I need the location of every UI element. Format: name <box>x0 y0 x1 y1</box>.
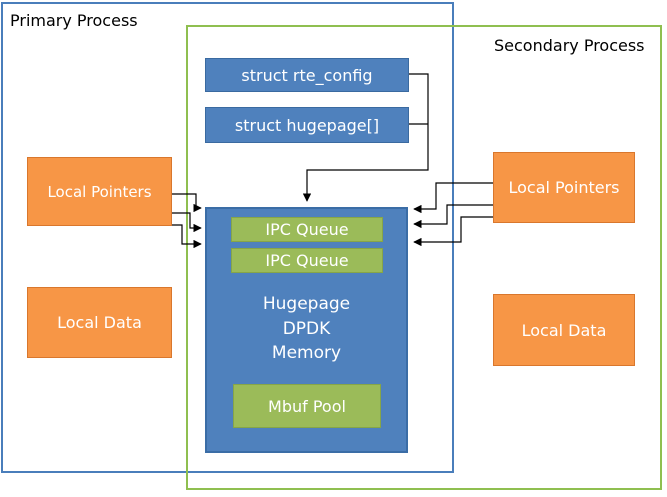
arrow-primary-pointer-2 <box>172 212 202 233</box>
struct-hugepage-label: struct hugepage[] <box>234 115 380 135</box>
memory-label-line-3: Memory <box>271 343 342 363</box>
arrow-secondary-pointer-3 <box>413 216 493 247</box>
secondary-process-frame <box>186 25 662 490</box>
memory-label-line-2: DPDK <box>282 319 331 339</box>
secondary-local-data-label: Local Data <box>521 320 607 340</box>
primary-process-frame <box>1 2 454 473</box>
primary-local-pointers-box: Local Pointers <box>27 157 172 226</box>
primary-local-pointers-label: Local Pointers <box>47 182 152 201</box>
secondary-local-pointers-label: Local Pointers <box>508 178 620 197</box>
struct-rte-config-box: struct rte_config <box>205 58 409 92</box>
arrow-secondary-pointer-2 <box>413 204 493 229</box>
memory-label-line-1: Hugepage <box>262 294 351 314</box>
secondary-local-data-box: Local Data <box>493 294 635 366</box>
mbuf-pool-box: Mbuf Pool <box>233 384 381 428</box>
arrow-secondary-pointer-1 <box>413 182 493 214</box>
primary-local-data-box: Local Data <box>27 287 172 358</box>
secondary-local-pointers-box: Local Pointers <box>493 152 635 223</box>
arrow-primary-pointer-1 <box>172 193 202 213</box>
ipc-queue-2: IPC Queue <box>231 248 383 273</box>
mbuf-pool-label: Mbuf Pool <box>268 396 346 416</box>
arrow-primary-pointer-3 <box>172 224 202 249</box>
ipc-queue-2-label: IPC Queue <box>265 251 349 270</box>
struct-hugepage-box: struct hugepage[] <box>205 107 409 143</box>
struct-rte-config-label: struct rte_config <box>241 65 373 85</box>
primary-process-label: Primary Process <box>10 11 138 30</box>
arrow-struct-to-memory <box>302 73 429 202</box>
primary-local-data-label: Local Data <box>57 313 142 332</box>
ipc-queue-1-label: IPC Queue <box>265 220 349 239</box>
ipc-queue-1: IPC Queue <box>231 217 383 242</box>
secondary-process-label: Secondary Process <box>494 36 645 55</box>
